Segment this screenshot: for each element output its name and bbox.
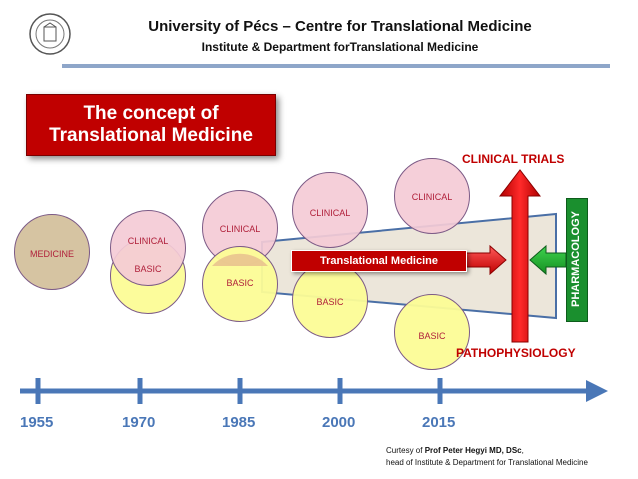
overlap-1985 xyxy=(212,253,268,266)
credit-prefix: Curtesy of xyxy=(386,446,425,455)
year-label-1955: 1955 xyxy=(20,414,54,431)
label-clinical-2000: CLINICAL xyxy=(309,208,351,218)
translational-right-arrow xyxy=(465,244,507,276)
clinical-trials-label: CLINICAL TRIALS xyxy=(462,152,565,166)
label-clinical-2015: CLINICAL xyxy=(411,192,453,202)
label-clinical-1970: CLINICAL xyxy=(127,236,169,246)
pharmacology-box xyxy=(566,198,588,322)
year-label-1985: 1985 xyxy=(222,414,256,431)
translational-medicine-label: Translational Medicine xyxy=(291,250,467,272)
label-basic-1985: BASIC xyxy=(226,278,254,288)
label-basic-1970: BASIC xyxy=(134,264,162,274)
pharmacology-left-arrow xyxy=(529,244,567,276)
concept-title-box: The concept of Translational Medicine xyxy=(26,94,276,156)
circle-clinical-2000 xyxy=(292,172,368,248)
label-medicine: MEDICINE xyxy=(29,249,74,259)
circle-basic-2015 xyxy=(394,294,470,370)
circle-medicine xyxy=(14,214,90,290)
page-subtitle: Institute & Department forTranslational … xyxy=(201,40,479,54)
timeline-arrowhead xyxy=(586,380,608,402)
pathophysiology-label: PATHOPHYSIOLOGY xyxy=(456,346,576,360)
header-divider xyxy=(62,64,610,68)
circle-basic-2000 xyxy=(292,262,368,338)
circle-clinical-2015 xyxy=(394,158,470,234)
label-basic-2000: BASIC xyxy=(316,297,344,307)
year-label-2000: 2000 xyxy=(322,414,356,431)
year-label-1970: 1970 xyxy=(122,414,156,431)
concept-title-line1: The concept of xyxy=(83,103,219,124)
label-basic-2015: BASIC xyxy=(418,331,446,341)
concept-title-line2: Translational Medicine xyxy=(49,125,253,146)
label-clinical-1985: CLINICAL xyxy=(219,224,261,234)
credit-line-1: Curtesy of Prof Peter Hegyi MD, DSc, xyxy=(386,446,524,455)
credit-name: Prof Peter Hegyi MD, DSc xyxy=(424,446,522,455)
circle-clinical-1970 xyxy=(110,210,186,286)
year-label-2015: 2015 xyxy=(422,414,456,431)
credit-suffix: , xyxy=(521,446,524,455)
clinical-trials-up-arrow xyxy=(498,169,542,343)
page-title: University of Pécs – Centre for Translat… xyxy=(148,18,532,35)
university-seal-logo xyxy=(29,13,71,55)
credit-line-2: head of Institute & Department for Trans… xyxy=(386,458,588,467)
